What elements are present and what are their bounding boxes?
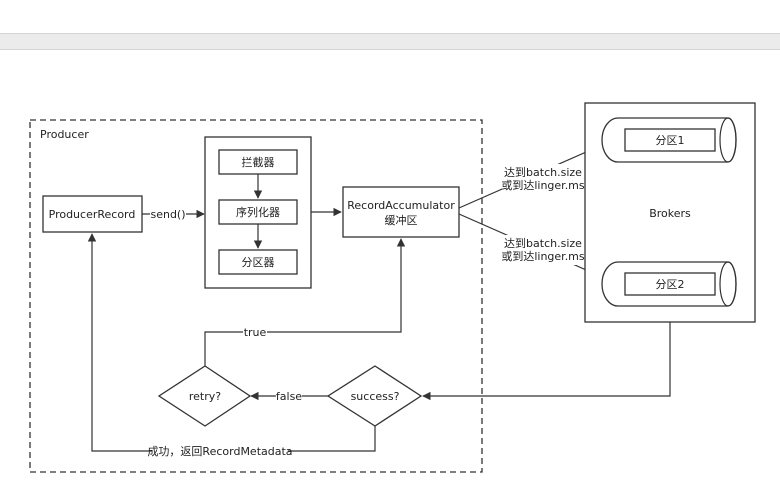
brokers-label: Brokers [649, 207, 691, 220]
partitioner-label: 分区器 [242, 256, 275, 269]
producer-record-label: ProducerRecord [49, 208, 136, 221]
condition-bottom-line1: 达到batch.size [504, 237, 582, 250]
partition2-cylinder[interactable] [601, 261, 737, 307]
partition1-cylinder[interactable] [601, 117, 737, 163]
false-label: false [276, 390, 302, 403]
producer-label: Producer [40, 128, 89, 141]
accumulator-line2: 缓冲区 [385, 213, 418, 227]
condition-bottom-line2: 或到达linger.ms [501, 250, 585, 263]
interceptor-box[interactable] [218, 149, 298, 175]
top-toolbar-strip [0, 33, 780, 50]
retry-to-accumulator-arrow [204, 238, 406, 366]
send-label: send() [150, 208, 185, 221]
partitioner-box[interactable] [218, 249, 298, 275]
brokers-to-success-arrow [422, 322, 671, 401]
true-label: true [244, 326, 267, 339]
partition2-label: 分区2 [656, 278, 685, 291]
condition-top-line1: 达到batch.size [504, 166, 582, 179]
return-label: 成功，返回RecordMetadata [147, 445, 292, 458]
retry-label: retry? [189, 390, 221, 403]
serializer-label: 序列化器 [236, 205, 280, 219]
interceptor-label: 拦截器 [242, 155, 275, 169]
accumulator-line1: RecordAccumulator [347, 199, 455, 212]
condition-top-line2: 或到达linger.ms [501, 179, 585, 192]
record-accumulator-box[interactable] [342, 186, 460, 238]
producer-record-box[interactable] [42, 195, 143, 233]
success-label: success? [351, 390, 400, 403]
partition1-label: 分区1 [656, 134, 685, 147]
retry-diamond[interactable] [157, 365, 252, 427]
producer-container [29, 119, 483, 473]
